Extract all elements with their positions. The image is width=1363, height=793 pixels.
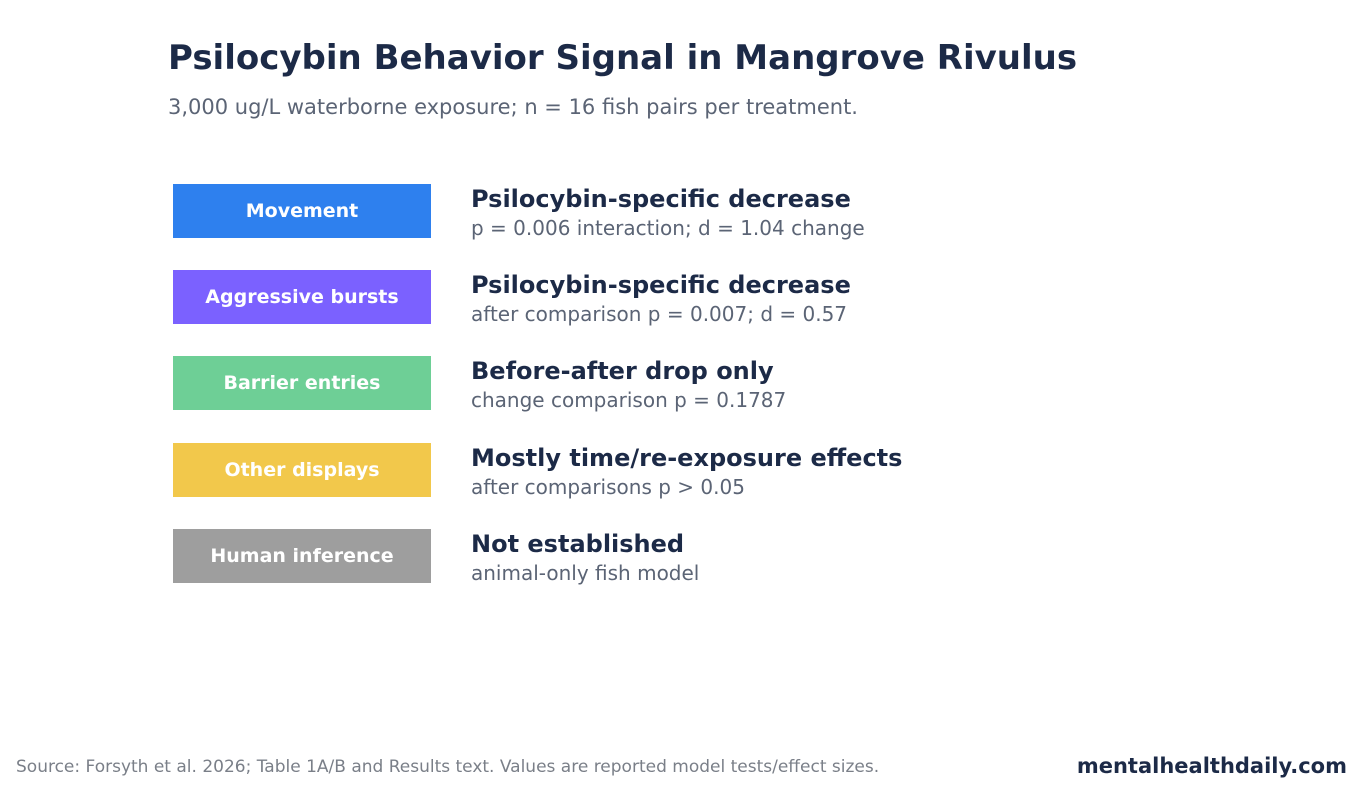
- finding-detail: after comparisons p > 0.05: [471, 475, 745, 499]
- page-subtitle: 3,000 ug/L waterborne exposure; n = 16 f…: [168, 95, 858, 119]
- finding-row-movement: Movement Psilocybin-specific decrease p …: [173, 184, 1073, 240]
- finding-row-barrier-entries: Barrier entries Before-after drop only c…: [173, 356, 1073, 412]
- finding-headline: Psilocybin-specific decrease: [471, 271, 851, 299]
- finding-headline: Psilocybin-specific decrease: [471, 185, 851, 213]
- source-note: Source: Forsyth et al. 2026; Table 1A/B …: [16, 757, 880, 777]
- finding-badge: Movement: [173, 184, 431, 238]
- finding-detail: after comparison p = 0.007; d = 0.57: [471, 302, 848, 326]
- finding-row-other-displays: Other displays Mostly time/re-exposure e…: [173, 443, 1073, 499]
- finding-detail: animal-only fish model: [471, 561, 700, 585]
- finding-row-aggressive-bursts: Aggressive bursts Psilocybin-specific de…: [173, 270, 1073, 326]
- finding-headline: Mostly time/re-exposure effects: [471, 444, 903, 472]
- finding-headline: Not established: [471, 530, 685, 558]
- finding-badge: Other displays: [173, 443, 431, 497]
- finding-row-human-inference: Human inference Not established animal-o…: [173, 529, 1073, 585]
- finding-badge: Barrier entries: [173, 356, 431, 410]
- finding-detail: change comparison p = 0.1787: [471, 388, 787, 412]
- finding-badge: Aggressive bursts: [173, 270, 431, 324]
- finding-headline: Before-after drop only: [471, 357, 774, 385]
- page-title: Psilocybin Behavior Signal in Mangrove R…: [168, 38, 1078, 78]
- finding-badge: Human inference: [173, 529, 431, 583]
- finding-detail: p = 0.006 interaction; d = 1.04 change: [471, 216, 865, 240]
- brand-wordmark: mentalhealthdaily.com: [1076, 754, 1347, 778]
